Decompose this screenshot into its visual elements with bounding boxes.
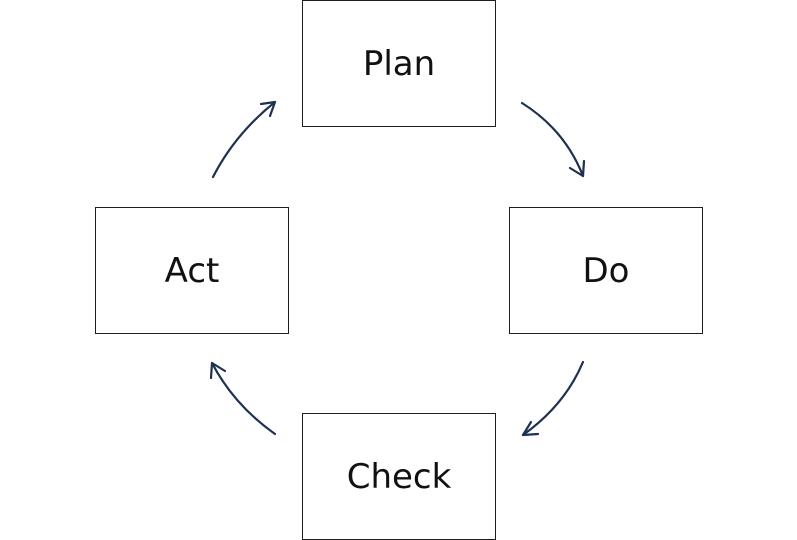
do-node: Do [509,207,703,334]
arrow-do-to-check [521,360,585,437]
act-label: Act [164,250,220,291]
arrow-check-to-act [209,361,277,436]
plan-node: Plan [302,0,496,127]
arrow-act-to-plan [211,100,277,179]
check-label: Check [346,456,452,497]
plan-label: Plan [362,43,436,84]
check-node: Check [302,413,496,540]
act-node: Act [95,207,289,334]
do-label: Do [582,250,630,291]
arrow-plan-to-do [520,101,586,178]
